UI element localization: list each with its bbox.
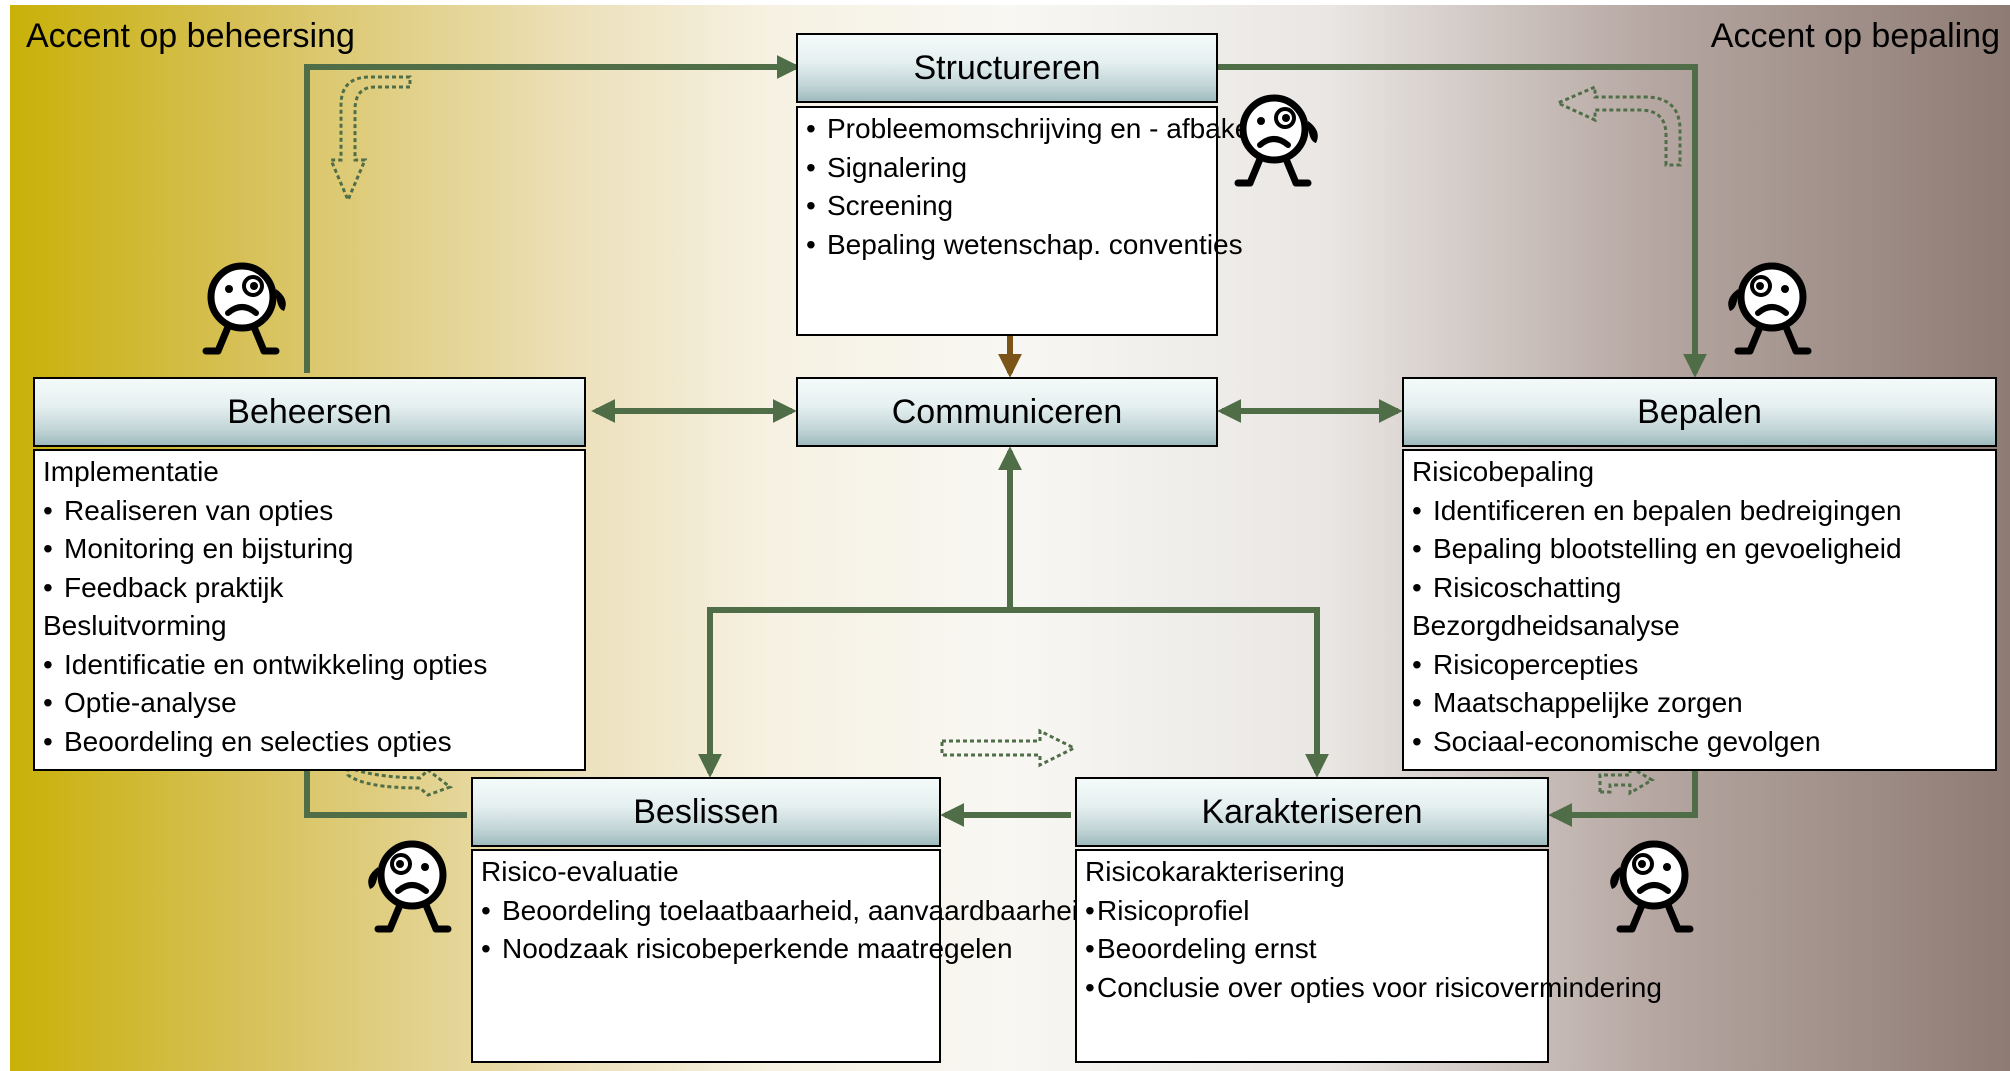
- stage-header-bepalen: Bepalen: [1402, 377, 1997, 447]
- list-item: Probleemomschrijving en - afbakening: [806, 110, 1303, 149]
- list-item: Risicopercepties: [1412, 646, 1987, 685]
- list-item: Bepaling wetenschap. conventies: [806, 226, 1243, 265]
- stage-title-beslissen: Beslissen: [633, 792, 779, 831]
- list-item: Risicoschatting: [1412, 569, 1987, 608]
- list-heading: Implementatie: [43, 456, 219, 487]
- stage-body-beheersen: Implementatie Realiseren van opties Moni…: [33, 449, 586, 771]
- arrow-structureren-to-bepalen: [1218, 64, 1707, 378]
- list-item: Bepaling blootstelling en gevoeligheid: [1412, 530, 1987, 569]
- list-item: Beoordeling ernst: [1085, 930, 1539, 969]
- list-item: Identificeren en bepalen bedreigingen: [1412, 492, 1987, 531]
- worried-face-icon: [202, 262, 286, 355]
- arrow-bepalen-to-karakteriseren: [1548, 766, 1698, 827]
- list-item: Beoordeling en selecties opties: [43, 723, 576, 762]
- list-item: Risicoprofiel: [1085, 892, 1539, 931]
- stage-title-communiceren: Communiceren: [891, 392, 1123, 431]
- stage-header-structureren: Structureren: [796, 33, 1218, 103]
- stage-body-karakteriseren: Risicokarakterisering Risicoprofiel Beoo…: [1075, 849, 1662, 1063]
- stage-title-beheersen: Beheersen: [227, 392, 392, 431]
- list-item: Identificatie en ontwikkeling opties: [43, 646, 576, 685]
- list-item: Conclusie over opties voor risicovermind…: [1085, 969, 1662, 1008]
- list-item: Sociaal-economische gevolgen: [1412, 723, 1987, 762]
- list-item: Maatschappelijke zorgen: [1412, 684, 1987, 723]
- stage-title-structureren: Structureren: [913, 48, 1101, 87]
- hint-arrow-top-left: [328, 75, 412, 204]
- list-heading: Risicokarakterisering: [1085, 856, 1345, 887]
- worried-face-icon: [1610, 840, 1694, 933]
- worried-face-icon: [1234, 94, 1318, 187]
- list-heading: Bezorgdheidsanalyse: [1412, 610, 1680, 641]
- hint-arrow-top-right: [1554, 84, 1682, 167]
- list-item: Signalering: [806, 149, 1208, 188]
- stage-body-beslissen: Risico-evaluatie Beoordeling toelaatbaar…: [471, 849, 1094, 1063]
- list-item: Monitoring en bijsturing: [43, 530, 576, 569]
- label-accent-beheersing: Accent op beheersing: [26, 17, 355, 55]
- stage-body-structureren: Probleemomschrijving en - afbakening Sig…: [796, 106, 1303, 336]
- list-item: Beoordeling toelaatbaarheid, aanvaardbaa…: [481, 892, 1094, 931]
- hint-arrow-bottom-center: [940, 728, 1078, 768]
- flow-connectors: [304, 55, 1707, 827]
- list-heading: Risico-evaluatie: [481, 856, 679, 887]
- risk-governance-diagram: Accent op beheersing Accent op bepaling …: [10, 5, 2010, 1071]
- stage-header-karakteriseren: Karakteriseren: [1075, 777, 1549, 847]
- label-accent-bepaling: Accent op bepaling: [1710, 17, 2000, 55]
- arrow-tree-to-karakteriseren: [1010, 607, 1329, 778]
- list-item: Screening: [806, 187, 1208, 226]
- hint-arrow-bottom-left: [346, 764, 454, 797]
- stage-title-bepalen: Bepalen: [1637, 392, 1762, 431]
- list-item: Noodzaak risicobeperkende maatregelen: [481, 930, 1013, 969]
- arrow-beslissen-to-beheersen: [304, 770, 467, 818]
- list-item: Realiseren van opties: [43, 492, 576, 531]
- stage-header-communiceren: Communiceren: [796, 377, 1218, 447]
- arrow-tree-to-beslissen: [698, 607, 1010, 778]
- stage-title-karakteriseren: Karakteriseren: [1201, 792, 1423, 831]
- list-item: Optie-analyse: [43, 684, 576, 723]
- worried-face-icon: [368, 840, 452, 933]
- list-heading: Besluitvorming: [43, 610, 227, 641]
- worried-face-icon: [1728, 262, 1812, 355]
- stage-header-beslissen: Beslissen: [471, 777, 941, 847]
- arrow-beheersen-to-structureren: [304, 55, 801, 373]
- stage-body-bepalen: Risicobepaling Identificeren en bepalen …: [1402, 449, 1997, 771]
- hint-arrow-bottom-right: [1598, 764, 1655, 796]
- list-heading: Risicobepaling: [1412, 456, 1595, 487]
- stage-header-beheersen: Beheersen: [33, 377, 586, 447]
- list-item: Feedback praktijk: [43, 569, 576, 608]
